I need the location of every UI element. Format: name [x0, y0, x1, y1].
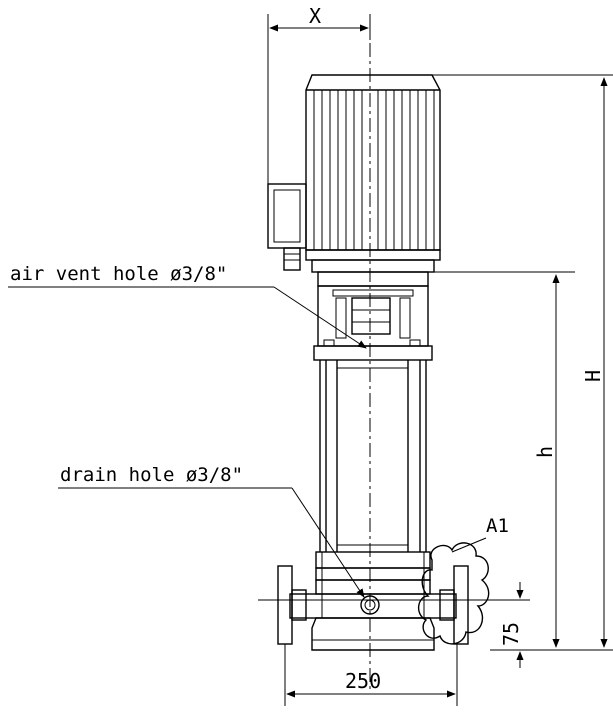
a1-leader: [451, 537, 487, 553]
dimension-x-label: X: [309, 4, 321, 28]
dimension-H: [432, 74, 613, 651]
dimension-250: [284, 644, 458, 706]
dimension-h: [434, 271, 575, 648]
air-vent-label: air vent hole ø3/8": [10, 263, 227, 285]
drain-label: drain hole ø3/8": [60, 464, 243, 486]
dimension-h-label: h: [533, 446, 557, 458]
dimension-x: [267, 14, 371, 184]
pump-base: [277, 542, 490, 651]
dimension-250-label: 250: [345, 669, 381, 693]
pump-body: [315, 360, 431, 618]
dimension-75: [258, 582, 530, 668]
drain-leader: [58, 487, 365, 598]
dimension-H-label: H: [581, 370, 605, 382]
motor: [267, 74, 441, 273]
dimension-75-label: 75: [499, 622, 523, 646]
coupling-housing: [313, 271, 433, 361]
air-vent-leader: [8, 286, 367, 349]
a1-label: A1: [486, 515, 509, 537]
